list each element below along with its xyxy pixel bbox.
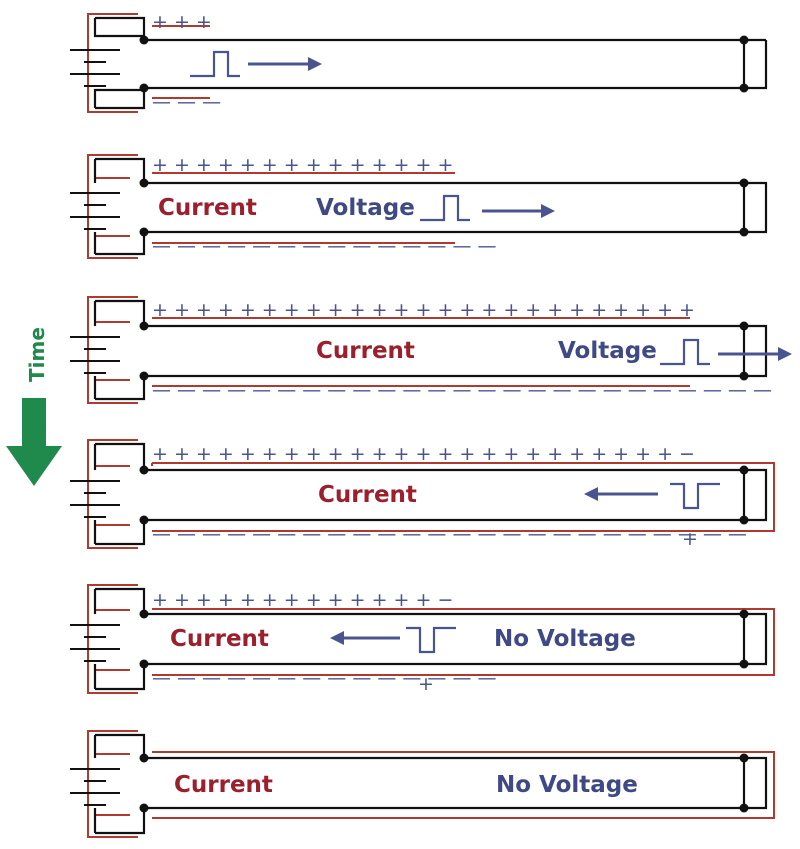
time-arrow-icon: [6, 398, 62, 486]
stage-2: + + + + + + + + + + + + + + — — — — — — …: [70, 154, 768, 259]
stage-1: + + + — — —: [70, 11, 768, 113]
positive-charges: + + + + + + + + + + + + + + + + + + + + …: [152, 443, 695, 465]
positive-charges: + + + + + + + + + + + + + + + + + + + + …: [152, 299, 695, 321]
stage-3: + + + + + + + + + + + + + + + + + + + + …: [70, 296, 792, 404]
voltage-pulse-icon: [190, 50, 240, 78]
time-label: Time: [25, 327, 49, 382]
arrow-right-icon: [248, 57, 322, 71]
stage-4: + + + + + + + + + + + + + + + + + + + + …: [70, 439, 775, 550]
voltage-pulse-icon: [670, 482, 720, 510]
negative-charges: — — — — — — — — — — — — — —: [152, 235, 497, 257]
positive-charge-end: +: [418, 673, 434, 695]
current-label: Current: [174, 772, 273, 798]
stage-5: + + + + + + + + + + + + + − — — — — — — …: [70, 584, 775, 695]
arrow-right-icon: [482, 204, 555, 218]
positive-charges: + + + + + + + + + + + + + +: [152, 154, 453, 176]
current-label: Current: [170, 626, 269, 652]
voltage-label: Voltage: [558, 338, 657, 364]
voltage-label: Voltage: [316, 195, 415, 221]
positive-charges: + + +: [152, 11, 212, 33]
no-voltage-label: No Voltage: [494, 626, 636, 652]
arrow-left-icon: [584, 487, 658, 501]
current-label: Current: [158, 195, 257, 221]
time-indicator: Time: [6, 327, 62, 486]
negative-charges: — — — — — — — — — — — — — — — — — — — — …: [152, 379, 772, 401]
current-label: Current: [316, 338, 415, 364]
voltage-pulse-icon: [406, 626, 456, 654]
current-label: Current: [318, 482, 417, 508]
positive-charge-end: +: [682, 528, 698, 550]
no-voltage-label: No Voltage: [496, 772, 638, 798]
negative-charges: — — —: [152, 91, 221, 113]
voltage-pulse-icon: [420, 194, 470, 222]
voltage-pulse-icon: [660, 338, 710, 366]
stage-6: Current No Voltage: [70, 730, 775, 838]
arrow-left-icon: [330, 631, 400, 645]
negative-charges: — — — — — — — — — — — — — —: [152, 667, 497, 689]
arrow-right-icon: [718, 347, 792, 361]
negative-charges: — — — — — — — — — — — — — — — — — — — — …: [152, 523, 747, 545]
positive-charges: + + + + + + + + + + + + + −: [152, 589, 453, 611]
